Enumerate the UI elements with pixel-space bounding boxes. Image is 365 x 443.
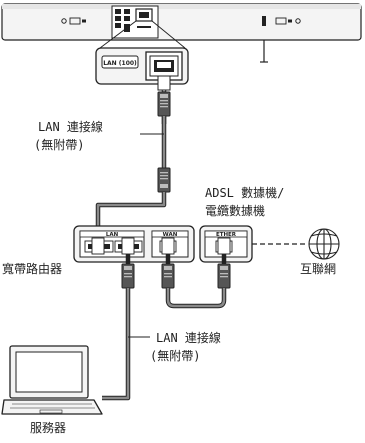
modem-label-line1: ADSL 數據機/ bbox=[205, 185, 284, 200]
cable-top-label-line2: (無附帶) bbox=[34, 137, 84, 152]
lan-cable-top bbox=[95, 75, 171, 232]
plug-router-lan-1 bbox=[91, 237, 105, 255]
lan100-port-callout bbox=[95, 47, 189, 85]
router-label: 寬帶路由器 bbox=[2, 261, 62, 276]
lan100-port-label: LAN (100) bbox=[103, 60, 137, 67]
laptop-server-icon bbox=[1, 345, 103, 415]
router-lan-port-label: LAN bbox=[106, 232, 119, 238]
globe-icon bbox=[308, 228, 340, 260]
server-label: 服務器 bbox=[30, 421, 66, 435]
cable-bottom-label-line1: LAN 連接線 bbox=[156, 330, 221, 345]
modem-label-line2: 電纜數據機 bbox=[205, 203, 265, 218]
cable-top-label-line1: LAN 連接線 bbox=[38, 119, 103, 134]
cable-bottom-label-line2: (無附帶) bbox=[150, 348, 200, 363]
router-wan-port-label: WAN bbox=[163, 232, 178, 238]
lan-cable-wan-modem bbox=[161, 237, 231, 309]
zoom-callout bbox=[99, 20, 186, 49]
modem-port-label: ETHER bbox=[216, 232, 237, 238]
internet-label: 互聯網 bbox=[300, 262, 336, 276]
lan-cable-bottom bbox=[102, 237, 150, 401]
router-lan-ports bbox=[84, 240, 143, 253]
